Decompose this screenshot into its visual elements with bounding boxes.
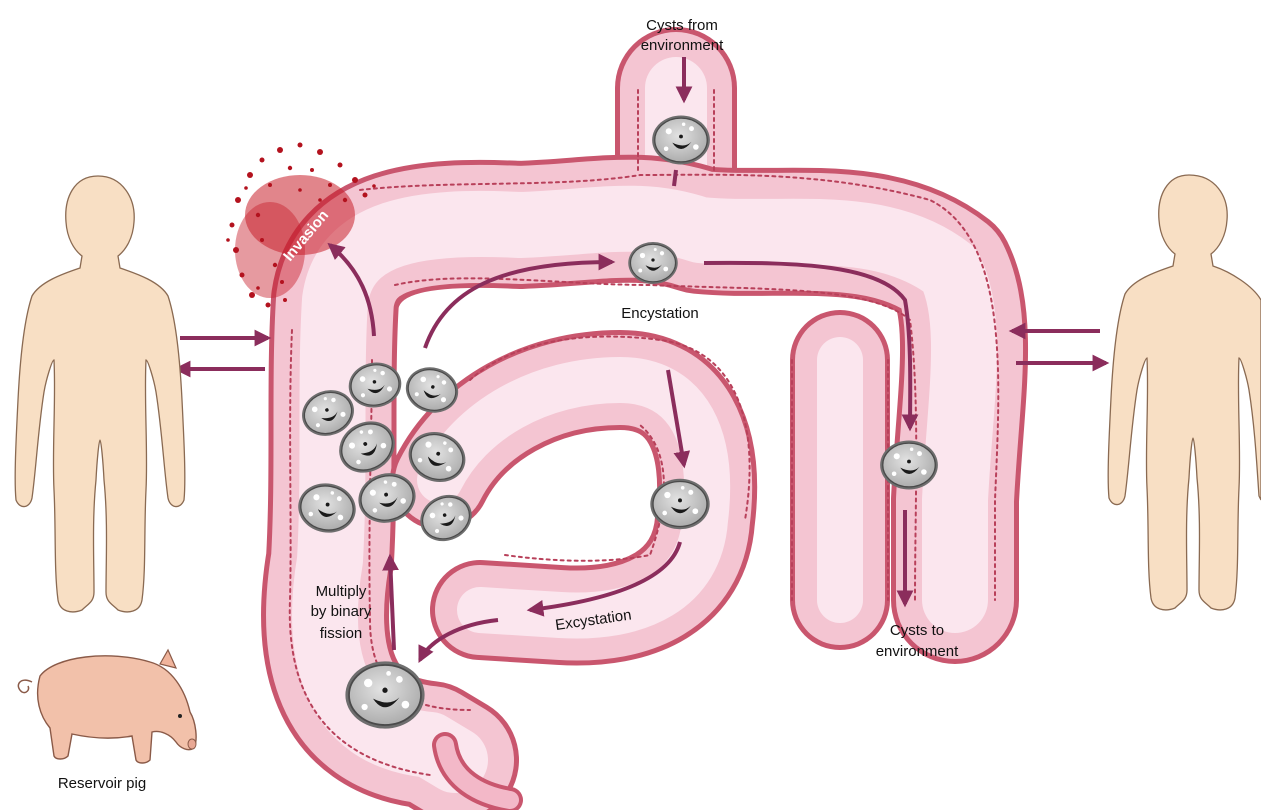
arrow-into-gut xyxy=(674,170,676,186)
cyst-incoming xyxy=(652,116,710,165)
label-reservoir-pig: Reservoir pig xyxy=(58,775,146,792)
human-figure-left-icon xyxy=(15,176,185,612)
label-cysts-to-environment-1: Cysts to xyxy=(890,622,944,639)
label-multiply-3: fission xyxy=(320,625,363,642)
cyst-excystation-entry xyxy=(650,479,709,529)
cyst-excysted xyxy=(345,661,424,728)
label-cysts-to-environment-2: environment xyxy=(876,643,959,660)
pig-icon xyxy=(18,650,196,763)
human-figure-right-icon xyxy=(1108,175,1261,610)
cyst-to-environment xyxy=(880,441,938,490)
label-cysts-from-environment-1: Cysts from xyxy=(646,17,718,34)
label-encystation: Encystation xyxy=(621,305,699,322)
arrow-multiply xyxy=(390,557,394,650)
label-cysts-from-environment-2: environment xyxy=(641,37,724,54)
cyst-encystation xyxy=(628,242,678,284)
label-multiply-1: Multiply xyxy=(316,583,367,600)
label-multiply-2: by binary xyxy=(311,603,372,620)
